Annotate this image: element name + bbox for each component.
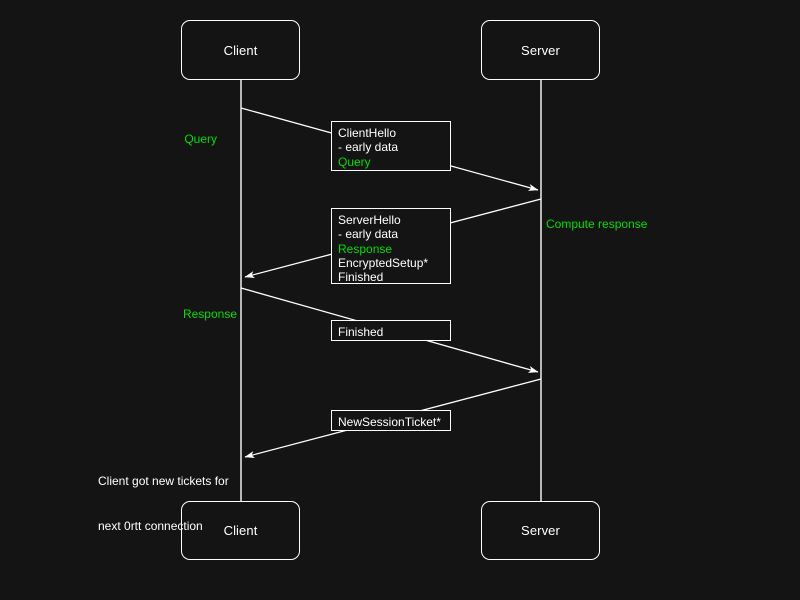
- message-line: - early data: [338, 227, 399, 242]
- message-line: Query: [338, 154, 371, 169]
- note-line: next 0rtt connection: [98, 519, 203, 533]
- message-line: NewSessionTicket*: [338, 415, 441, 429]
- participant-box-client-bottom[interactable]: Client: [181, 501, 300, 560]
- message-line: ClientHello: [338, 126, 397, 140]
- message-line: ServerHello: [338, 213, 401, 227]
- note-compute-response: Compute response: [546, 187, 766, 262]
- message-box-client-hello[interactable]: ClientHello - early data Query: [331, 121, 451, 171]
- participant-box-client-top[interactable]: Client: [181, 20, 300, 80]
- participant-label-client-top: Client: [223, 42, 258, 58]
- message-line: Finished: [338, 270, 384, 285]
- message-box-client-finished[interactable]: Finished: [331, 320, 451, 341]
- note-line: Query: [184, 132, 217, 146]
- message-line: EncryptedSetup*: [338, 255, 429, 270]
- participant-box-server-top[interactable]: Server: [481, 20, 600, 80]
- message-box-new-session-ticket[interactable]: NewSessionTicket*: [331, 410, 451, 431]
- note-line: Response: [182, 307, 237, 321]
- participant-label-server-top: Server: [521, 42, 560, 58]
- note-query: Query: [100, 102, 217, 177]
- note-line: Compute response: [546, 217, 648, 231]
- participant-box-server-bottom[interactable]: Server: [481, 501, 600, 560]
- note-response: Response: [100, 277, 237, 352]
- note-new-tickets: Client got new tickets for next 0rtt con…: [98, 444, 243, 564]
- message-box-server-hello[interactable]: ServerHello - early data Response Encryp…: [331, 208, 451, 284]
- message-line: Finished: [338, 325, 384, 339]
- message-line: - early data: [338, 140, 399, 155]
- participant-label-server-bottom: Server: [521, 523, 560, 538]
- participant-label-client-bottom: Client: [223, 523, 258, 538]
- note-line: Client got new tickets for: [98, 474, 229, 488]
- message-line: Response: [338, 241, 393, 256]
